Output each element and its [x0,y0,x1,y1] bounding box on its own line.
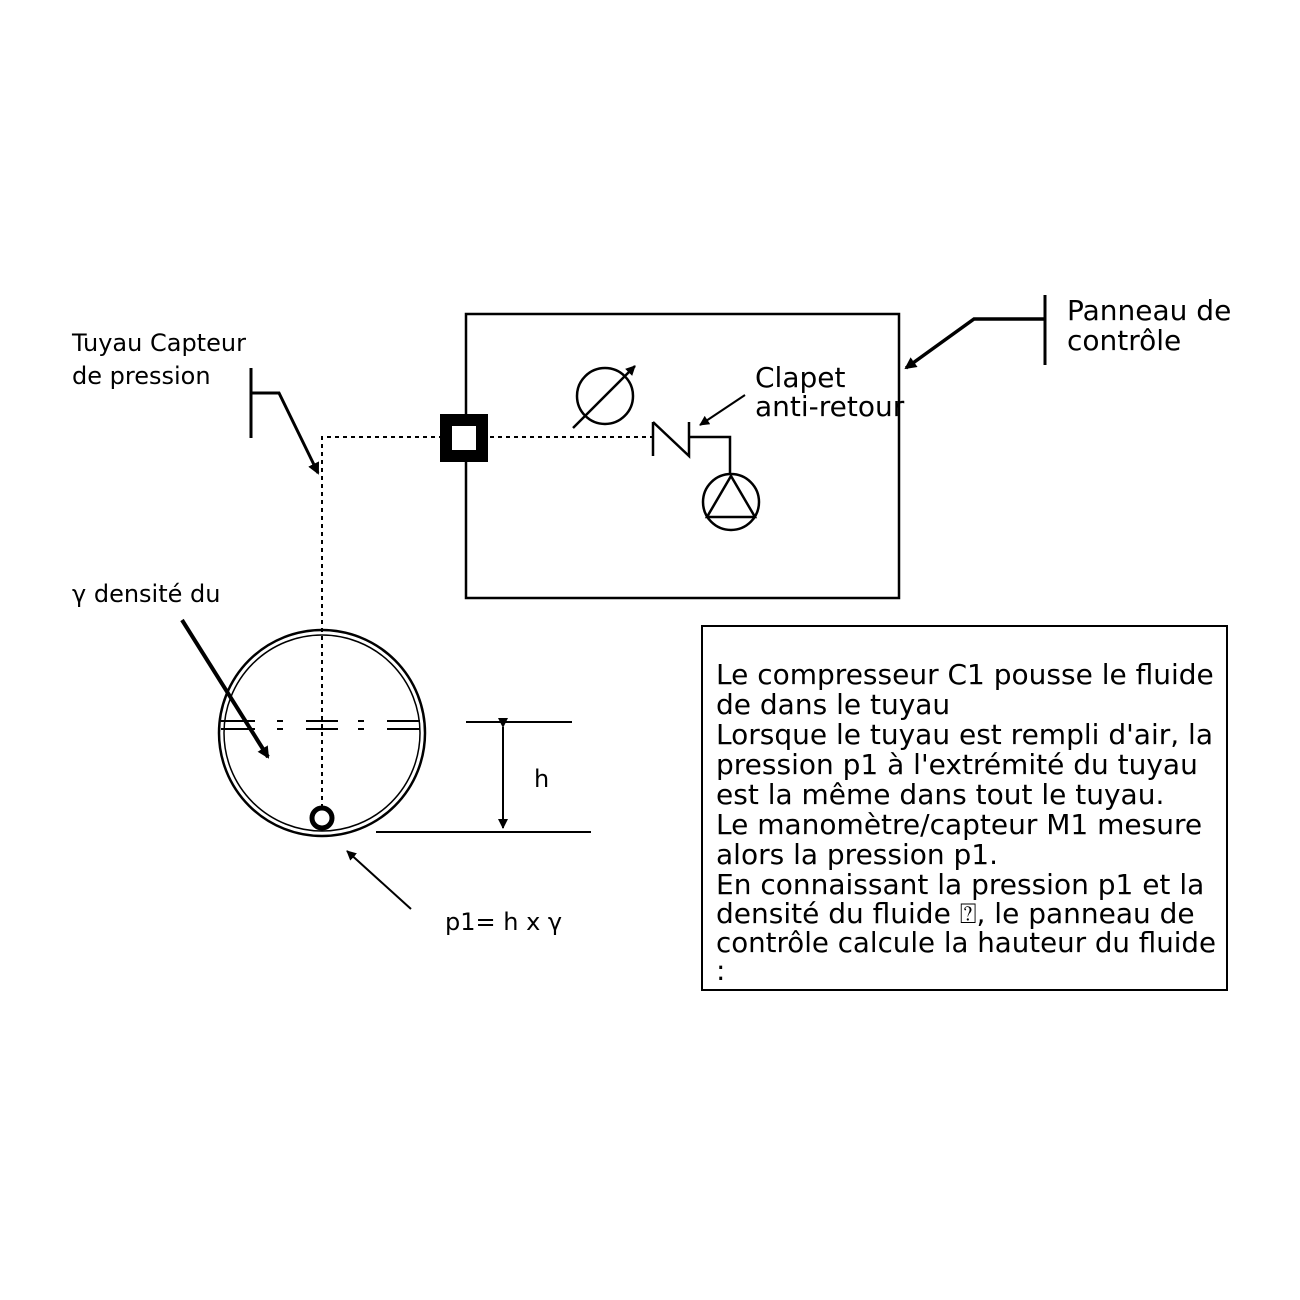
compressor-icon [701,472,761,532]
formula-arrow [346,850,412,910]
info-line: Le compresseur C1 pousse le fluide [716,658,1214,691]
info-box [701,625,1228,991]
control-panel-box [464,312,901,600]
info-line: densité du fluide ⍰, le panneau de [716,897,1195,930]
manometer-gauge-icon [572,365,636,429]
info-line: est la même dans tout le tuyau. [716,778,1164,811]
check-valve-label-line1: Clapet [755,361,845,394]
formula-label: p1= h x γ [445,908,562,936]
density-label: γ densité du [72,580,220,608]
info-line: pression p1 à l'extrémité du tuyau [716,748,1198,781]
pipe-sensor-label-line2: de pression [72,362,211,390]
check-valve-label-line2: anti-retour [755,390,905,423]
info-line: alors la pression p1. [716,838,998,871]
info-line: contrôle calcule la hauteur du fluide [716,926,1216,959]
panel-label-line1: Panneau de [1067,294,1231,327]
check-valve-icon [651,421,732,474]
pipe-connector [440,414,488,462]
pressure-sensor-point [309,805,335,831]
info-line: En connaissant la pression p1 et la [716,868,1204,901]
info-line: Lorsque le tuyau est rempli d'air, la [716,718,1213,751]
info-text: Le compresseur C1 pousse le fluide de da… [716,658,1216,987]
info-line: Le manomètre/capteur M1 mesure [716,808,1202,841]
panel-label-line2: contrôle [1067,324,1181,357]
height-label: h [534,765,549,793]
sensor-pipe [321,436,440,808]
pipe-sensor-label-line1: Tuyau Capteur [71,329,246,357]
height-dimension [376,718,591,833]
density-arrow [180,618,270,759]
info-line: de dans le tuyau [716,688,950,721]
tank [217,628,427,838]
panel-leader [904,295,1047,370]
check-valve-leader [699,394,746,426]
pipe-sensor-leader [249,368,320,475]
info-line: : [716,954,725,987]
